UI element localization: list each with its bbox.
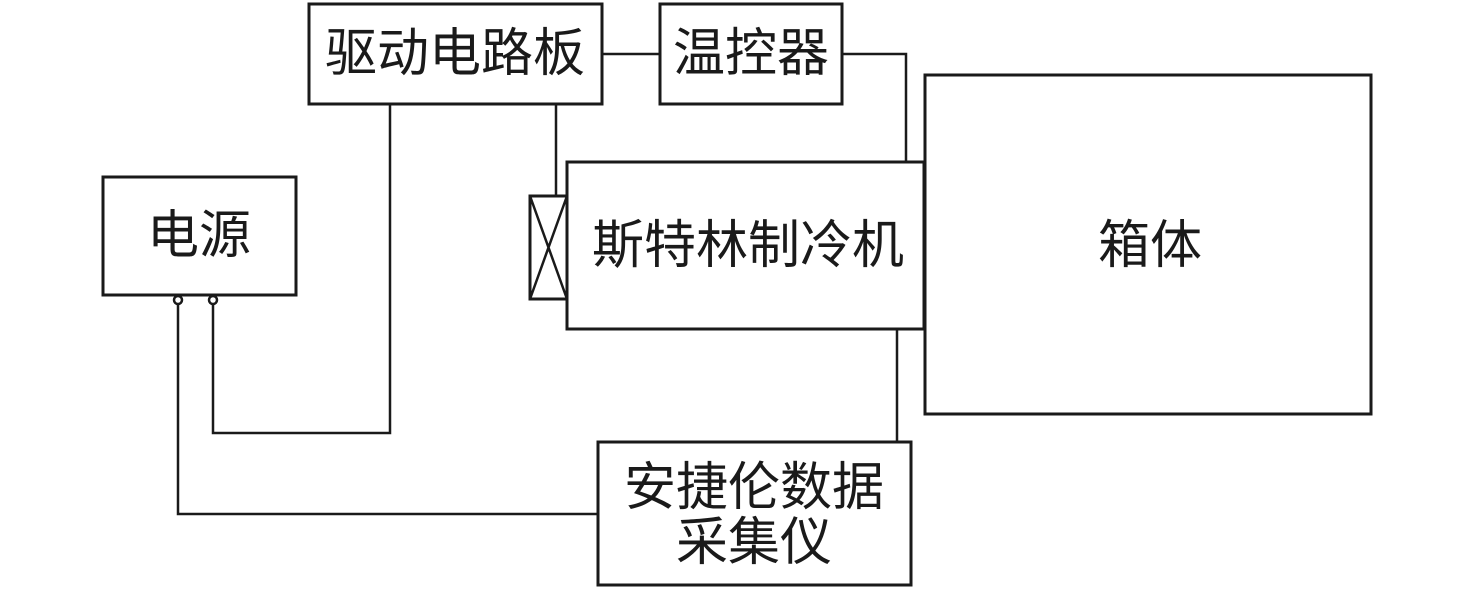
data-acquisition-label-line2: 采集仪 [676, 513, 832, 573]
thermostat-block: 温控器 [658, 2, 844, 106]
connector-data-acquisition-to-power-terminal [176, 304, 598, 516]
drive-board-label: 驱动电路板 [325, 24, 585, 84]
stirling-cooler-label: 斯特林制冷机 [592, 216, 904, 276]
motor-coil-element [528, 194, 569, 301]
data-acquisition-box [596, 440, 913, 587]
motor-coil-cross [528, 195, 569, 300]
data-acquisition-block: 安捷伦数据 采集仪 [596, 440, 913, 587]
thermostat-label: 温控器 [673, 24, 829, 84]
connector-drive-board-to-power-terminal [211, 104, 392, 435]
cabinet-box [923, 73, 1373, 416]
power-supply-label: 电源 [147, 206, 251, 266]
connector-thermostat-to-stirling-cooler [842, 52, 908, 162]
power-supply-block: 电源 [101, 175, 298, 306]
drive-board-box [307, 2, 604, 106]
power-terminal-right [207, 294, 219, 306]
cabinet-block: 箱体 [923, 73, 1373, 416]
power-terminal-left [172, 294, 184, 306]
cabinet-label: 箱体 [1098, 216, 1202, 276]
drive-board-block: 驱动电路板 [307, 2, 604, 106]
power-supply-box [101, 175, 298, 297]
stirling-cooler-block: 斯特林制冷机 [528, 160, 926, 331]
thermostat-box [658, 2, 844, 106]
data-acquisition-label-line1: 安捷伦数据 [624, 458, 884, 518]
